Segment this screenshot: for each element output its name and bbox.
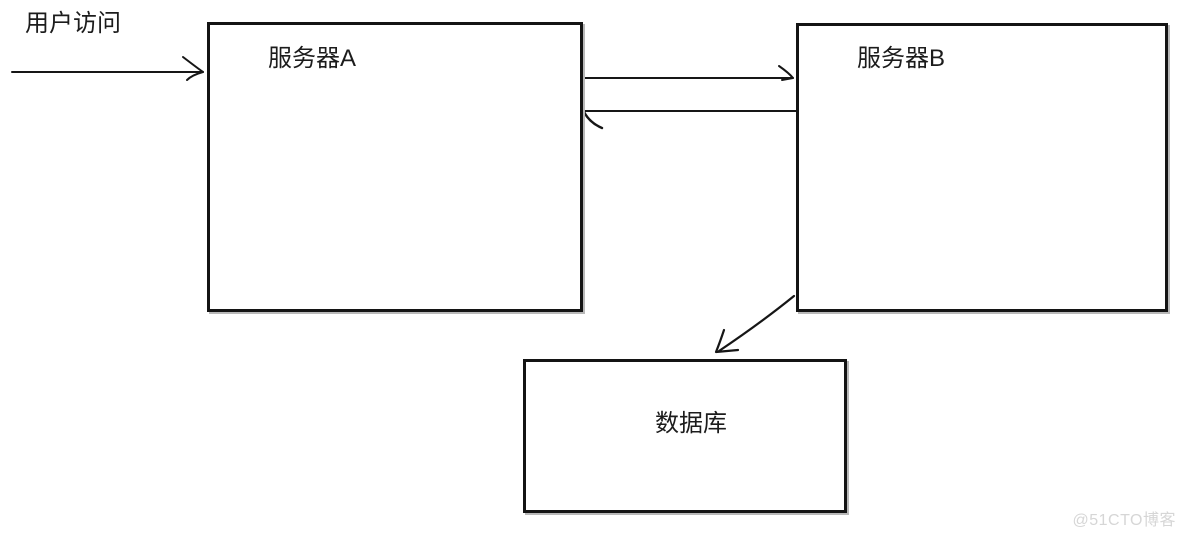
server-b-box: 服务器B <box>796 23 1168 312</box>
user-access-label: 用户访问 <box>25 10 121 37</box>
database-box: 数据库 <box>523 359 847 513</box>
database-label: 数据库 <box>655 410 727 437</box>
server-a-box: 服务器A <box>207 22 583 312</box>
server-a-label: 服务器A <box>268 45 357 72</box>
watermark: @51CTO博客 <box>1072 512 1176 529</box>
b-to-database-arrow <box>714 294 796 354</box>
b-to-a-arrow <box>582 110 797 130</box>
server-b-label: 服务器B <box>857 45 946 72</box>
user-access-arrow <box>11 56 204 81</box>
a-to-b-arrow <box>578 65 794 81</box>
